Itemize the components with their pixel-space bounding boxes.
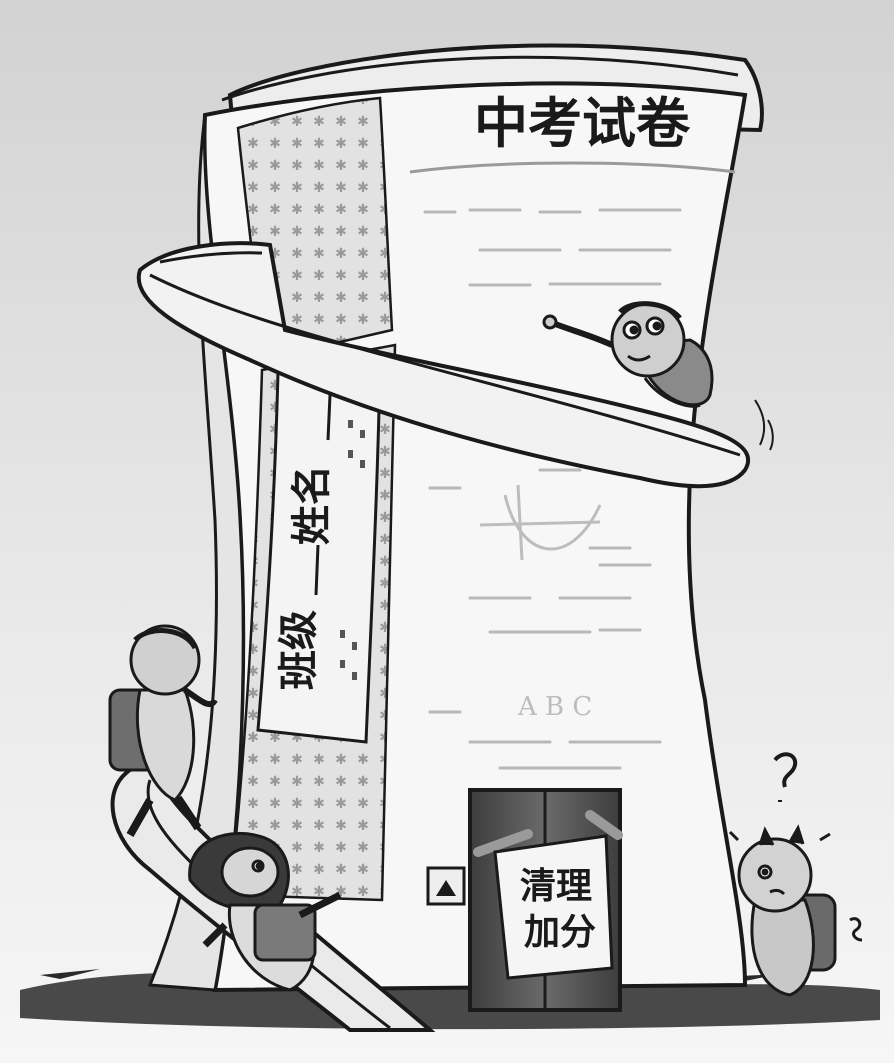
choice-options: A B C — [517, 692, 592, 722]
question-lines — [423, 208, 682, 770]
notice-sign: 清理 加分 — [493, 834, 614, 980]
paper-title: 中考试卷 — [474, 92, 691, 155]
elevator-door: 清理 加分 — [426, 788, 623, 1012]
student-climbing-left — [108, 624, 218, 837]
class-label: 班级 — [276, 610, 322, 690]
student-top-pointing — [542, 301, 714, 408]
elevator-call-button — [426, 866, 466, 906]
notice-line-1: 清理 — [520, 866, 592, 907]
student-confused-right — [728, 752, 863, 997]
notice-line-2: 加分 — [524, 912, 596, 953]
student-girl-climbing — [188, 831, 342, 992]
parabola-doodle — [479, 484, 602, 561]
name-label: 姓名 — [289, 465, 335, 545]
spiral-ramp-upper — [136, 241, 774, 489]
